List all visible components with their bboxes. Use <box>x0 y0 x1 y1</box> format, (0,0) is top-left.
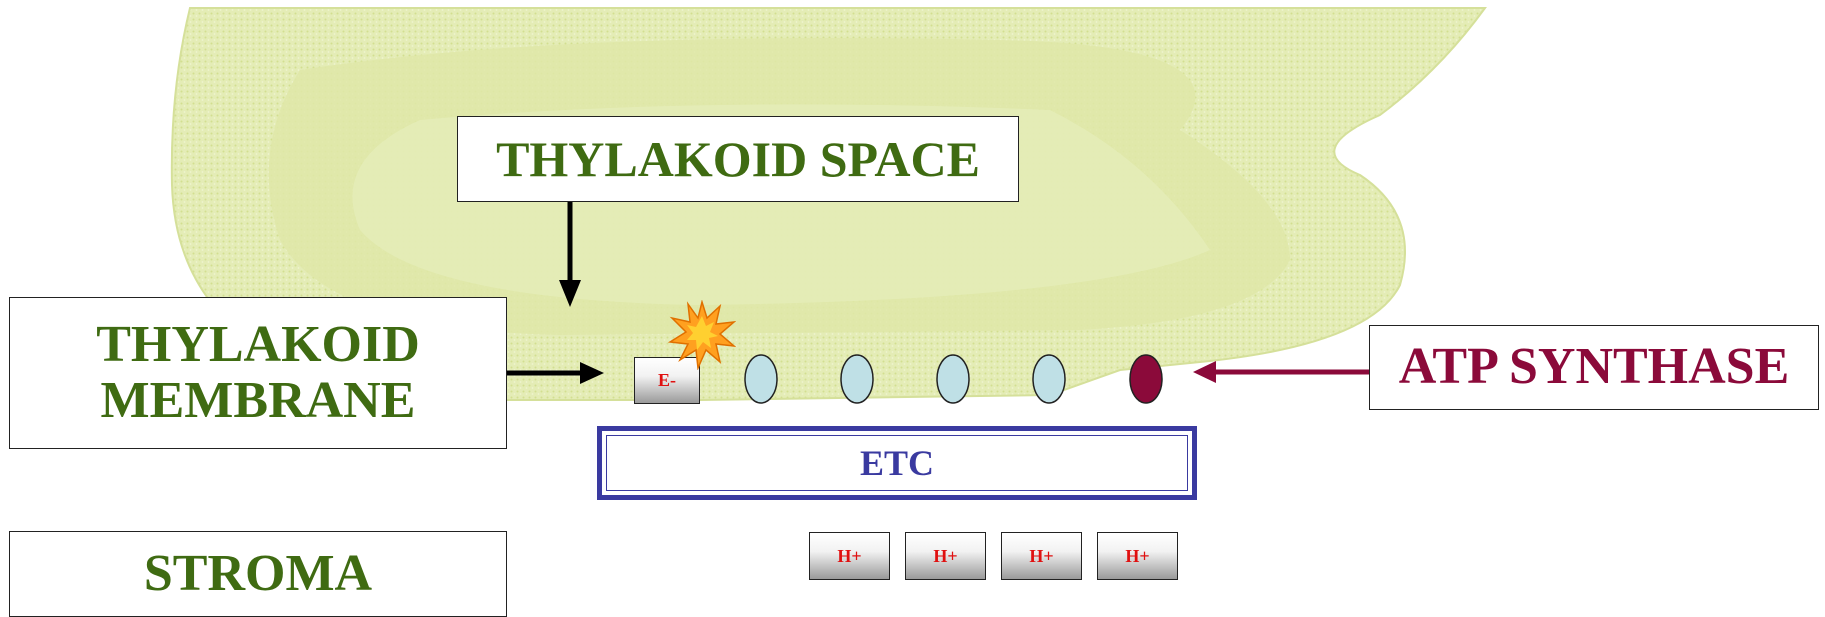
atp-synthase-protein <box>1129 354 1163 404</box>
proton-particle: H+ <box>1097 532 1178 580</box>
energy-burst-icon <box>668 300 736 370</box>
etc-inner-frame: ETC <box>606 435 1188 491</box>
etc-box: ETC <box>597 426 1197 500</box>
thylakoid-membrane-label: THYLAKOID MEMBRANE <box>9 297 507 449</box>
proton-particle: H+ <box>905 532 986 580</box>
thylakoid-membrane-text-line2: MEMBRANE <box>100 372 416 429</box>
arrow-space-down <box>559 202 581 307</box>
electron-carrier-2 <box>840 354 874 404</box>
proton-text: H+ <box>1029 545 1054 566</box>
electron-text: E- <box>658 370 676 390</box>
electron-carrier-4 <box>1032 354 1066 404</box>
proton-text: H+ <box>837 545 862 566</box>
arrow-atp-left <box>1193 361 1369 383</box>
proton-particle: H+ <box>1001 532 1082 580</box>
proton-text: H+ <box>933 545 958 566</box>
stroma-label: STROMA <box>9 531 507 617</box>
thylakoid-space-label: THYLAKOID SPACE <box>457 116 1019 202</box>
proton-text: H+ <box>1125 545 1150 566</box>
electron-particle: E- <box>634 357 700 404</box>
arrow-membrane-right <box>507 362 604 384</box>
proton-particle: H+ <box>809 532 890 580</box>
thylakoid-space-text: THYLAKOID SPACE <box>496 131 980 187</box>
electron-carrier-3 <box>936 354 970 404</box>
etc-text: ETC <box>859 443 935 483</box>
stroma-text: STROMA <box>143 544 373 602</box>
thylakoid-membrane-text-line1: THYLAKOID <box>96 315 420 373</box>
atp-synthase-text: ATP SYNTHASE <box>1398 338 1790 396</box>
electron-carrier-1 <box>744 354 778 404</box>
atp-synthase-label: ATP SYNTHASE <box>1369 325 1819 410</box>
